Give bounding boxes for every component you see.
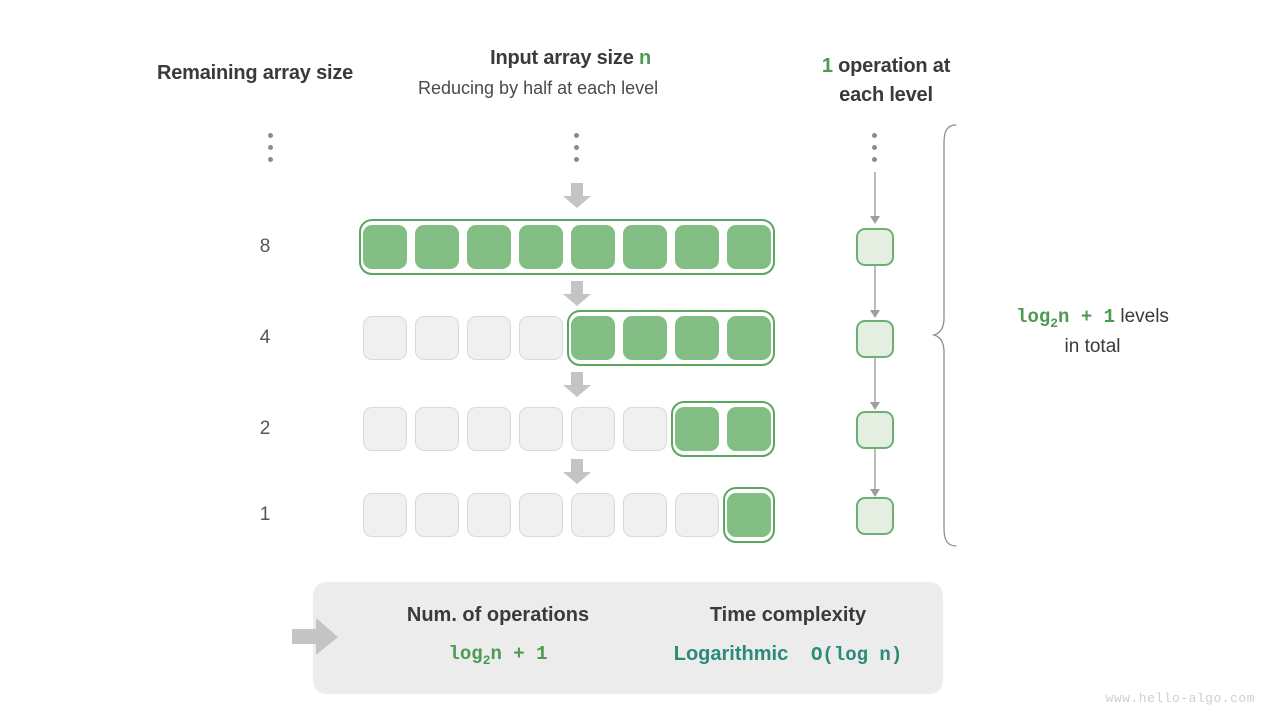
flow-arrow-icon bbox=[866, 266, 884, 325]
array-cell-inactive bbox=[467, 407, 511, 451]
array-cell-active bbox=[415, 225, 459, 269]
array-cell-inactive bbox=[623, 407, 667, 451]
array-cell-active bbox=[727, 493, 771, 537]
array-cell-active bbox=[571, 316, 615, 360]
header-operations-per-level: 1 operation at each level bbox=[798, 52, 974, 110]
summary-operations: Num. of operations log2n + 1 bbox=[348, 604, 648, 668]
summary-panel: Num. of operations log2n + 1 Time comple… bbox=[313, 582, 943, 694]
array-cell-inactive bbox=[363, 316, 407, 360]
array-row bbox=[359, 403, 775, 455]
levels-text: levels bbox=[1115, 306, 1169, 327]
summary-left-value: log2n + 1 bbox=[448, 643, 548, 668]
header-mid-title-accent: n bbox=[639, 47, 652, 69]
down-arrow-icon bbox=[562, 281, 592, 307]
summary-right-title: Time complexity bbox=[709, 604, 867, 626]
array-cell-inactive bbox=[415, 407, 459, 451]
summary-right-label: Logarithmic bbox=[673, 643, 789, 665]
array-cell-active bbox=[623, 225, 667, 269]
flow-arrow-icon bbox=[866, 172, 884, 231]
array-cell-inactive bbox=[363, 407, 407, 451]
operation-box bbox=[856, 320, 894, 358]
array-cell-inactive bbox=[467, 316, 511, 360]
array-cell-inactive bbox=[571, 407, 615, 451]
array-row bbox=[359, 489, 775, 541]
header-right-accent: 1 bbox=[821, 55, 833, 77]
array-cell-active bbox=[519, 225, 563, 269]
operation-box bbox=[856, 497, 894, 535]
summary-right-value: Logarithmic O(log n) bbox=[658, 643, 918, 666]
row-label-2: 2 bbox=[259, 418, 271, 439]
curly-brace-icon bbox=[931, 124, 962, 553]
watermark: www.hello-algo.com bbox=[1105, 691, 1255, 706]
flow-arrow-icon bbox=[866, 449, 884, 504]
down-arrow-icon bbox=[562, 183, 592, 209]
array-cell-active bbox=[363, 225, 407, 269]
ellipsis-middle-icon bbox=[574, 133, 579, 162]
array-cell-inactive bbox=[519, 316, 563, 360]
header-right-line2: each level bbox=[839, 84, 933, 106]
array-row bbox=[359, 312, 775, 364]
levels-caption-line2: in total bbox=[1064, 336, 1121, 358]
right-arrow-icon bbox=[292, 618, 340, 661]
array-cell-active bbox=[727, 316, 771, 360]
header-mid-subtitle: Reducing by half at each level bbox=[418, 78, 659, 98]
array-cell-active bbox=[727, 225, 771, 269]
array-cell-inactive bbox=[571, 493, 615, 537]
flow-arrow-icon bbox=[866, 358, 884, 417]
array-cell-inactive bbox=[415, 493, 459, 537]
array-cell-inactive bbox=[467, 493, 511, 537]
array-cell-active bbox=[623, 316, 667, 360]
array-cell-inactive bbox=[623, 493, 667, 537]
array-cell-inactive bbox=[519, 407, 563, 451]
levels-formula: log2n + 1 bbox=[1016, 306, 1116, 331]
operation-box bbox=[856, 411, 894, 449]
array-cell-inactive bbox=[415, 316, 459, 360]
array-cell-active bbox=[675, 316, 719, 360]
ellipsis-left-icon bbox=[268, 133, 273, 162]
array-cell-active bbox=[467, 225, 511, 269]
levels-caption: log2n + 1 levels in total bbox=[985, 303, 1200, 362]
header-mid-title: Input array size n bbox=[483, 47, 658, 70]
operation-box bbox=[856, 228, 894, 266]
array-cell-active bbox=[727, 407, 771, 451]
array-cell-active bbox=[675, 407, 719, 451]
row-label-1: 1 bbox=[259, 504, 271, 525]
array-cell-active bbox=[571, 225, 615, 269]
array-cell-inactive bbox=[519, 493, 563, 537]
ellipsis-right-icon bbox=[872, 133, 877, 162]
row-label-4: 4 bbox=[259, 327, 271, 348]
array-cell-active bbox=[675, 225, 719, 269]
down-arrow-icon bbox=[562, 459, 592, 485]
summary-complexity: Time complexity Logarithmic O(log n) bbox=[658, 604, 918, 666]
row-label-8: 8 bbox=[259, 236, 271, 257]
header-mid-title-text: Input array size bbox=[490, 47, 639, 69]
down-arrow-icon bbox=[562, 372, 592, 398]
array-cell-inactive bbox=[675, 493, 719, 537]
array-cell-inactive bbox=[363, 493, 407, 537]
array-row bbox=[359, 221, 775, 273]
header-right-text1: operation at bbox=[832, 55, 951, 77]
summary-right-code: O(log n) bbox=[811, 644, 903, 666]
levels-formula-line: log2n + 1 levels bbox=[985, 303, 1200, 333]
header-right-line1: 1 operation at bbox=[798, 52, 974, 81]
header-input-array-size: Input array size n Reducing by half at e… bbox=[418, 47, 658, 99]
header-left-title: Remaining array size bbox=[157, 62, 354, 84]
header-remaining-array-size: Remaining array size bbox=[157, 62, 353, 85]
summary-left-title: Num. of operations bbox=[406, 604, 590, 626]
